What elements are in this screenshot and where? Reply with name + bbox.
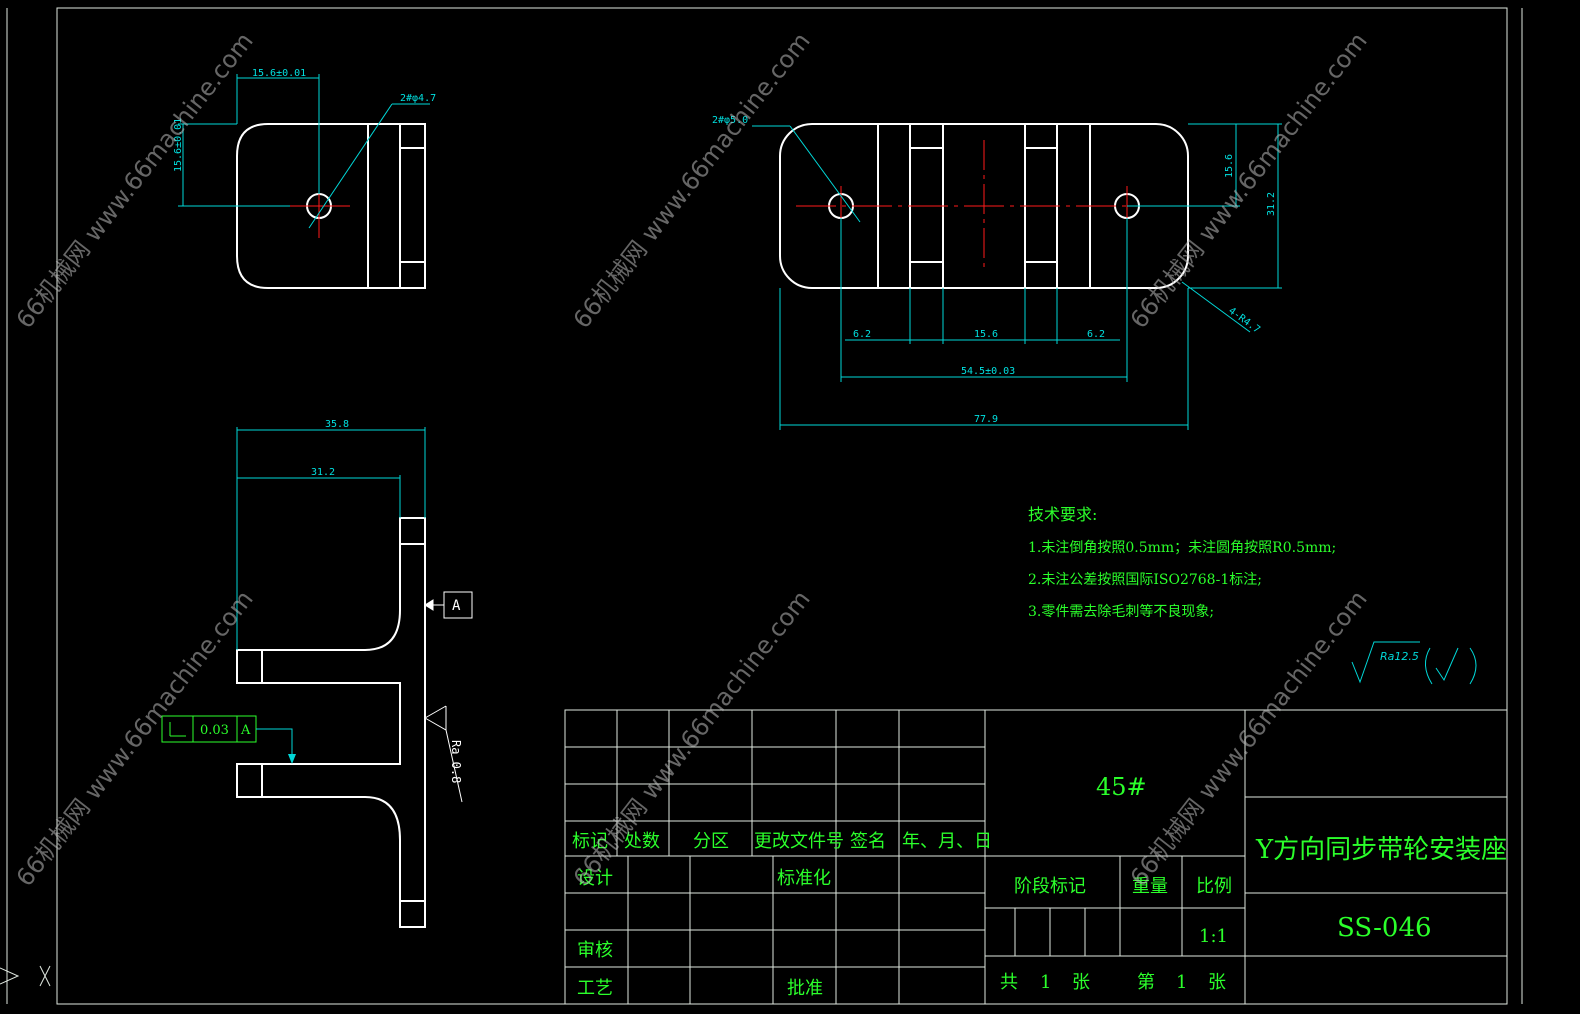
side-view: 35.8 31.2 A Ra 0.8 0.03 A (161, 419, 473, 928)
end-view: 15.6±0.01 15.6±0.01 2#φ4.7 (173, 68, 436, 289)
label-weight: 重量 (1132, 876, 1168, 897)
page-unit: 张 (1208, 972, 1226, 993)
label-stage-mark: 阶段标记 (1014, 876, 1086, 897)
label-review: 审核 (577, 940, 613, 961)
dim-end-width: 15.6±0.01 (252, 68, 306, 79)
general-roughness: Ra12.5 (1351, 641, 1477, 685)
page-count: 1 (1176, 972, 1187, 993)
watermarks: 66机械网 www.66machine.com 66机械网 www.66mach… (11, 27, 1373, 891)
dim-plan-seg1: 6.2 (853, 329, 871, 340)
plan-view: 15.6 31.2 4-R4.7 2#φ5.0 6.2 15.6 6.2 54.… (712, 115, 1282, 430)
header-signature: 签名 (850, 831, 886, 852)
dim-plan-half-height: 15.6 (1224, 154, 1235, 178)
header-mark: 标记 (572, 831, 608, 852)
tolerance-datum: A (240, 723, 251, 738)
dim-plan-seg2: 15.6 (974, 329, 998, 340)
label-page: 第 (1137, 972, 1155, 993)
total-unit: 张 (1072, 972, 1090, 993)
corner-mark (0, 965, 51, 987)
dim-plan-center: 54.5±0.03 (961, 366, 1015, 377)
material: 45# (1096, 773, 1147, 801)
tolerance-value: 0.03 (200, 723, 229, 738)
dim-plan-hole: 2#φ5.0 (712, 115, 748, 126)
header-change-doc: 更改文件号 (754, 831, 844, 852)
tech-note-2: 2.未注公差按照国际ISO2768-1标注; (1028, 572, 1262, 588)
label-process: 工艺 (577, 978, 613, 999)
watermark-4: 66机械网 www.66machine.com (11, 585, 259, 891)
dim-plan-radius: 4-R4.7 (1226, 306, 1262, 336)
header-date: 年、月、日 (902, 831, 992, 852)
label-standardize: 标准化 (777, 868, 831, 889)
label-design: 设计 (577, 868, 613, 889)
part-name: Y方向同步带轮安装座 (1255, 835, 1507, 865)
total-count: 1 (1040, 972, 1051, 993)
title-block: 45# Y方向同步带轮安装座 SS-046 标记 处数 分区 更改文件号 签名 … (564, 709, 1508, 1005)
label-approve: 批准 (787, 978, 823, 999)
roughness-value: Ra 0.8 (449, 740, 463, 783)
header-count: 处数 (624, 831, 660, 852)
scale-value: 1:1 (1199, 926, 1228, 947)
watermark-1: 66机械网 www.66machine.com (11, 27, 259, 333)
dim-end-hole: 2#φ4.7 (400, 93, 436, 104)
general-roughness-value: Ra12.5 (1380, 650, 1419, 663)
dim-side-total: 35.8 (325, 419, 349, 430)
tech-note-3: 3.零件需去除毛刺等不良现象; (1028, 603, 1214, 620)
tech-note-1: 1.未注倒角按照0.5mm；未注圆角按照R0.5mm; (1028, 540, 1336, 556)
watermark-2: 66机械网 www.66machine.com (568, 27, 816, 333)
dim-end-height: 15.6±0.01 (173, 118, 184, 172)
label-total: 共 (1000, 972, 1018, 993)
tech-notes: 技术要求: 1.未注倒角按照0.5mm；未注圆角按照R0.5mm; 2.未注公差… (1028, 505, 1336, 620)
part-number: SS-046 (1337, 913, 1432, 943)
dim-plan-seg3: 6.2 (1087, 329, 1105, 340)
dim-side-inner: 31.2 (311, 467, 335, 478)
tech-notes-heading: 技术要求: (1028, 505, 1097, 524)
datum-label: A (452, 598, 461, 614)
dim-plan-height: 31.2 (1266, 192, 1277, 216)
label-scale: 比例 (1196, 876, 1232, 897)
dim-plan-total: 77.9 (974, 414, 998, 425)
header-zone: 分区 (693, 831, 729, 852)
